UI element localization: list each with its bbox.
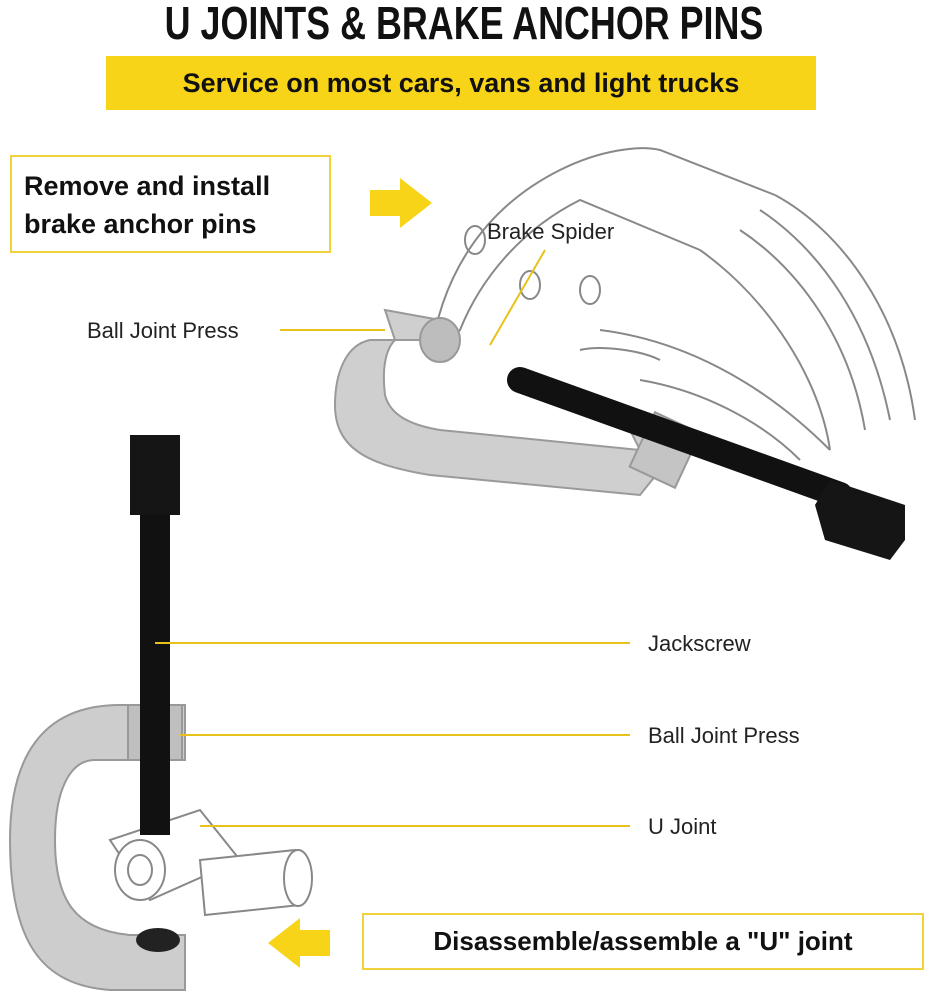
brake-drum-sketch	[429, 147, 916, 461]
callout-top: Remove and install brake anchor pins	[10, 155, 331, 253]
banner-text: Service on most cars, vans and light tru…	[182, 67, 740, 98]
callout-top-line1: Remove and install	[24, 171, 271, 201]
callout-top-line2: brake anchor pins	[24, 209, 257, 239]
callout-bottom: Disassemble/assemble a "U" joint	[362, 913, 924, 970]
leader-lines	[155, 249, 630, 827]
arrow-left-icon	[268, 918, 330, 968]
jackscrew-top	[507, 367, 905, 560]
label-jackscrew: Jackscrew	[648, 631, 751, 656]
label-brake-spider: Brake Spider	[487, 219, 615, 244]
label-ball-joint-press-bottom: Ball Joint Press	[648, 723, 800, 748]
label-ball-joint-press-top: Ball Joint Press	[87, 318, 239, 343]
arrow-right-icon	[370, 178, 432, 228]
jackscrew-bottom	[130, 435, 180, 835]
subtitle-banner: Service on most cars, vans and light tru…	[106, 56, 816, 110]
label-u-joint: U Joint	[648, 814, 717, 839]
ball-joint-press-top	[333, 308, 702, 497]
page-title: U JOINTS & BRAKE ANCHOR PINS	[164, 0, 764, 49]
